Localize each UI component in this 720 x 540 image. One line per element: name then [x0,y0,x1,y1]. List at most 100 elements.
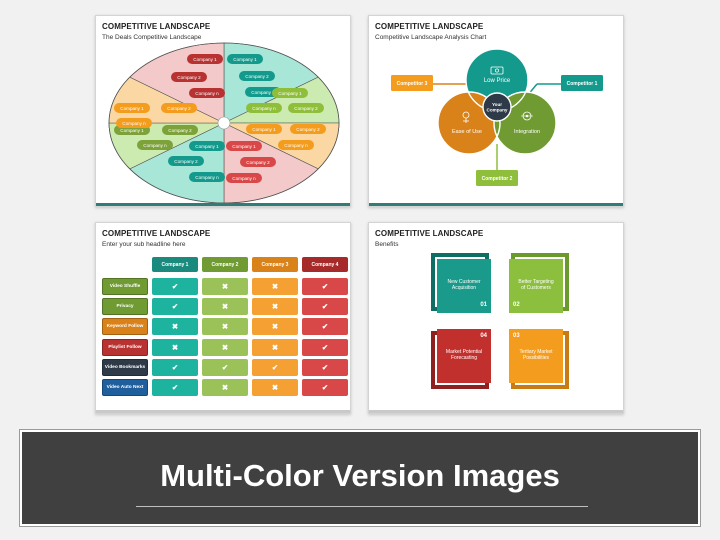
company-pill: Company 1 [114,103,150,113]
slide-subtitle: Enter your sub headline here [102,241,186,248]
check-icon: ✔ [152,278,198,295]
version-banner: Multi-Color Version Images [19,429,701,527]
cross-icon: ✖ [252,378,298,396]
company-pill-label: Company n [195,175,219,180]
company-pill: Company 2 [161,103,197,113]
competitor-label: Competitor 2 [482,176,513,182]
benefit-number: 02 [513,302,520,309]
company-pill: Company n [245,87,281,97]
company-pill-label: Company n [251,90,275,95]
company-pill-label: Company n [122,121,146,126]
company-pill-label: Company 2 [294,106,318,111]
check-icon: ✔ [152,378,198,396]
your-company-node [482,92,512,122]
circle-label: Integration [514,129,540,135]
company-pill: Company 1 [189,141,225,151]
slide-accent-bar [369,203,623,206]
cross-icon: ✖ [152,338,198,356]
company-pill: Company n [189,172,225,182]
slide-subtitle: Benefits [375,241,399,248]
row-label: Video Bookmarks [102,358,148,376]
company-pill-label: Company 2 [245,74,269,79]
column-header: Company 1 [152,257,198,272]
table-row: Playlist Follow✖✖✖✔ [102,338,350,356]
company-pill: Company 2 [240,157,276,167]
hand-icon [462,111,470,123]
company-pill-label: Company 1 [252,127,276,132]
row-label: Playlist Follow [102,338,148,356]
check-icon: ✔ [302,378,348,396]
network-icon [521,111,533,121]
table-row: Video Auto Next✔✖✖✔ [102,378,350,396]
company-pill-label: Company 1 [232,144,256,149]
company-pill: Company n [189,88,225,98]
table-row: Video Shuffle✔✖✖✔ [102,278,350,295]
company-pill-label: Company 2 [296,127,320,132]
row-label: Video Auto Next [102,378,148,396]
company-pill-label: Company 1 [233,57,257,62]
company-pill: Company n [246,103,282,113]
competitor-label: Competitor 1 [567,81,598,87]
slide-accent-bar [96,410,350,413]
slide-title: COMPETITIVE LANDSCAPE [375,22,484,31]
circle-label: Ease of Use [452,129,482,135]
company-pill-label: Company 2 [167,106,191,111]
company-pill-label: Company 1 [195,144,219,149]
price-tag-icon [490,66,504,75]
check-icon: ✔ [152,358,198,376]
check-icon: ✔ [152,298,198,316]
cross-icon: ✖ [252,298,298,316]
benefit-text: Better Targeting of Customers [518,279,554,291]
circle-label: Low Price [484,78,511,84]
company-pill: Company n [226,173,262,183]
slide-thumbnail-benefits[interactable]: COMPETITIVE LANDSCAPE Benefits New Custo… [368,222,624,414]
company-pill-label: Company 2 [177,75,201,80]
company-pill-label: Company 1 [278,91,302,96]
slide-thumbnail-comparison[interactable]: COMPETITIVE LANDSCAPE Enter your sub hea… [95,222,351,414]
benefit-text: Market Potential Forecasting [445,349,483,361]
slide-thumbnail-deals[interactable]: COMPETITIVE LANDSCAPE The Deals Competit… [95,15,351,207]
company-pill: Company 2 [168,156,204,166]
company-pill: Company 2 [239,71,275,81]
row-label: Video Shuffle [102,278,148,295]
slide-title: COMPETITIVE LANDSCAPE [102,22,211,31]
company-pill: Company n [137,140,173,150]
cross-icon: ✖ [202,298,248,316]
check-icon: ✔ [302,298,348,316]
company-pill-label: Company 2 [174,159,198,164]
slide-subtitle: Competitive Landscape Analysis Chart [375,34,487,41]
company-pill-label: Company 1 [193,57,217,62]
check-icon: ✔ [252,358,298,376]
cross-icon: ✖ [152,318,198,336]
company-pill: Company n [116,118,152,128]
company-pill: Company 2 [171,72,207,82]
check-icon: ✔ [302,278,348,295]
benefit-tile: Better Targeting of Customers 02 [509,259,563,313]
banner-underline [136,506,588,507]
slide-title: COMPETITIVE LANDSCAPE [375,229,484,238]
company-pill: Company 1 [272,88,308,98]
slide-thumbnail-analysis[interactable]: COMPETITIVE LANDSCAPE Competitive Landsc… [368,15,624,207]
company-pill-label: Company 1 [120,106,144,111]
check-icon: ✔ [302,338,348,356]
company-pill-label: Company 1 [120,128,144,133]
benefit-number: 03 [513,333,520,339]
benefit-tile: Market Potential Forecasting 04 [437,329,491,383]
company-pill-label: Company 2 [246,160,270,165]
column-header: Company 4 [302,257,348,272]
cross-icon: ✖ [202,338,248,356]
company-pill: Company 2 [288,103,324,113]
company-pill-label: Company n [143,143,167,148]
company-pill: Company 2 [162,125,198,135]
check-icon: ✔ [302,358,348,376]
cross-icon: ✖ [202,378,248,396]
cross-icon: ✖ [252,338,298,356]
slide-title: COMPETITIVE LANDSCAPE [102,229,211,238]
company-pill: Company n [278,140,314,150]
benefit-number: 04 [480,333,487,339]
